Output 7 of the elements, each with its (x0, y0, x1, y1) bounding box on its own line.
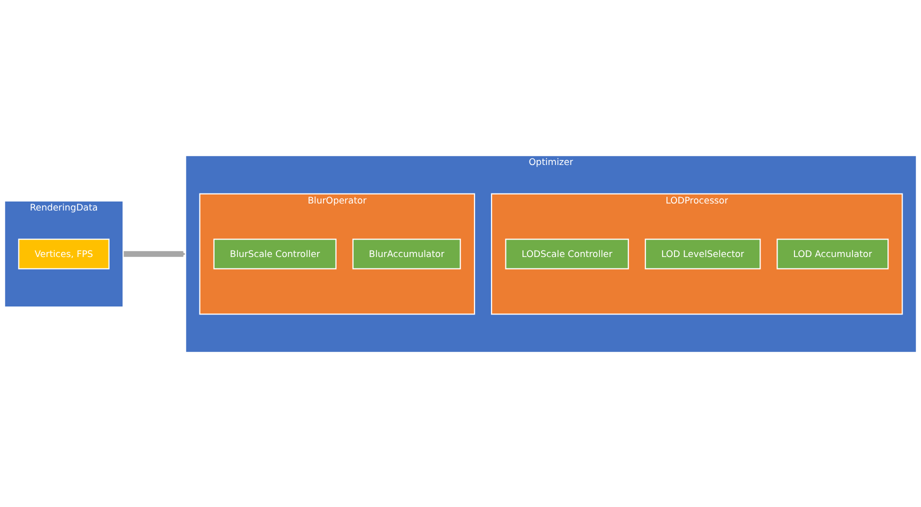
node-box: Vertices, FPS (18, 238, 110, 269)
node-box: LOD Accumulator (776, 238, 889, 269)
node-box: BlurAccumulator (352, 238, 461, 269)
node-box: LODScale Controller (505, 238, 629, 269)
arrow (123, 250, 186, 256)
node-box: BlurScale Controller (213, 238, 337, 269)
node-box: LOD LevelSelector (644, 238, 761, 269)
